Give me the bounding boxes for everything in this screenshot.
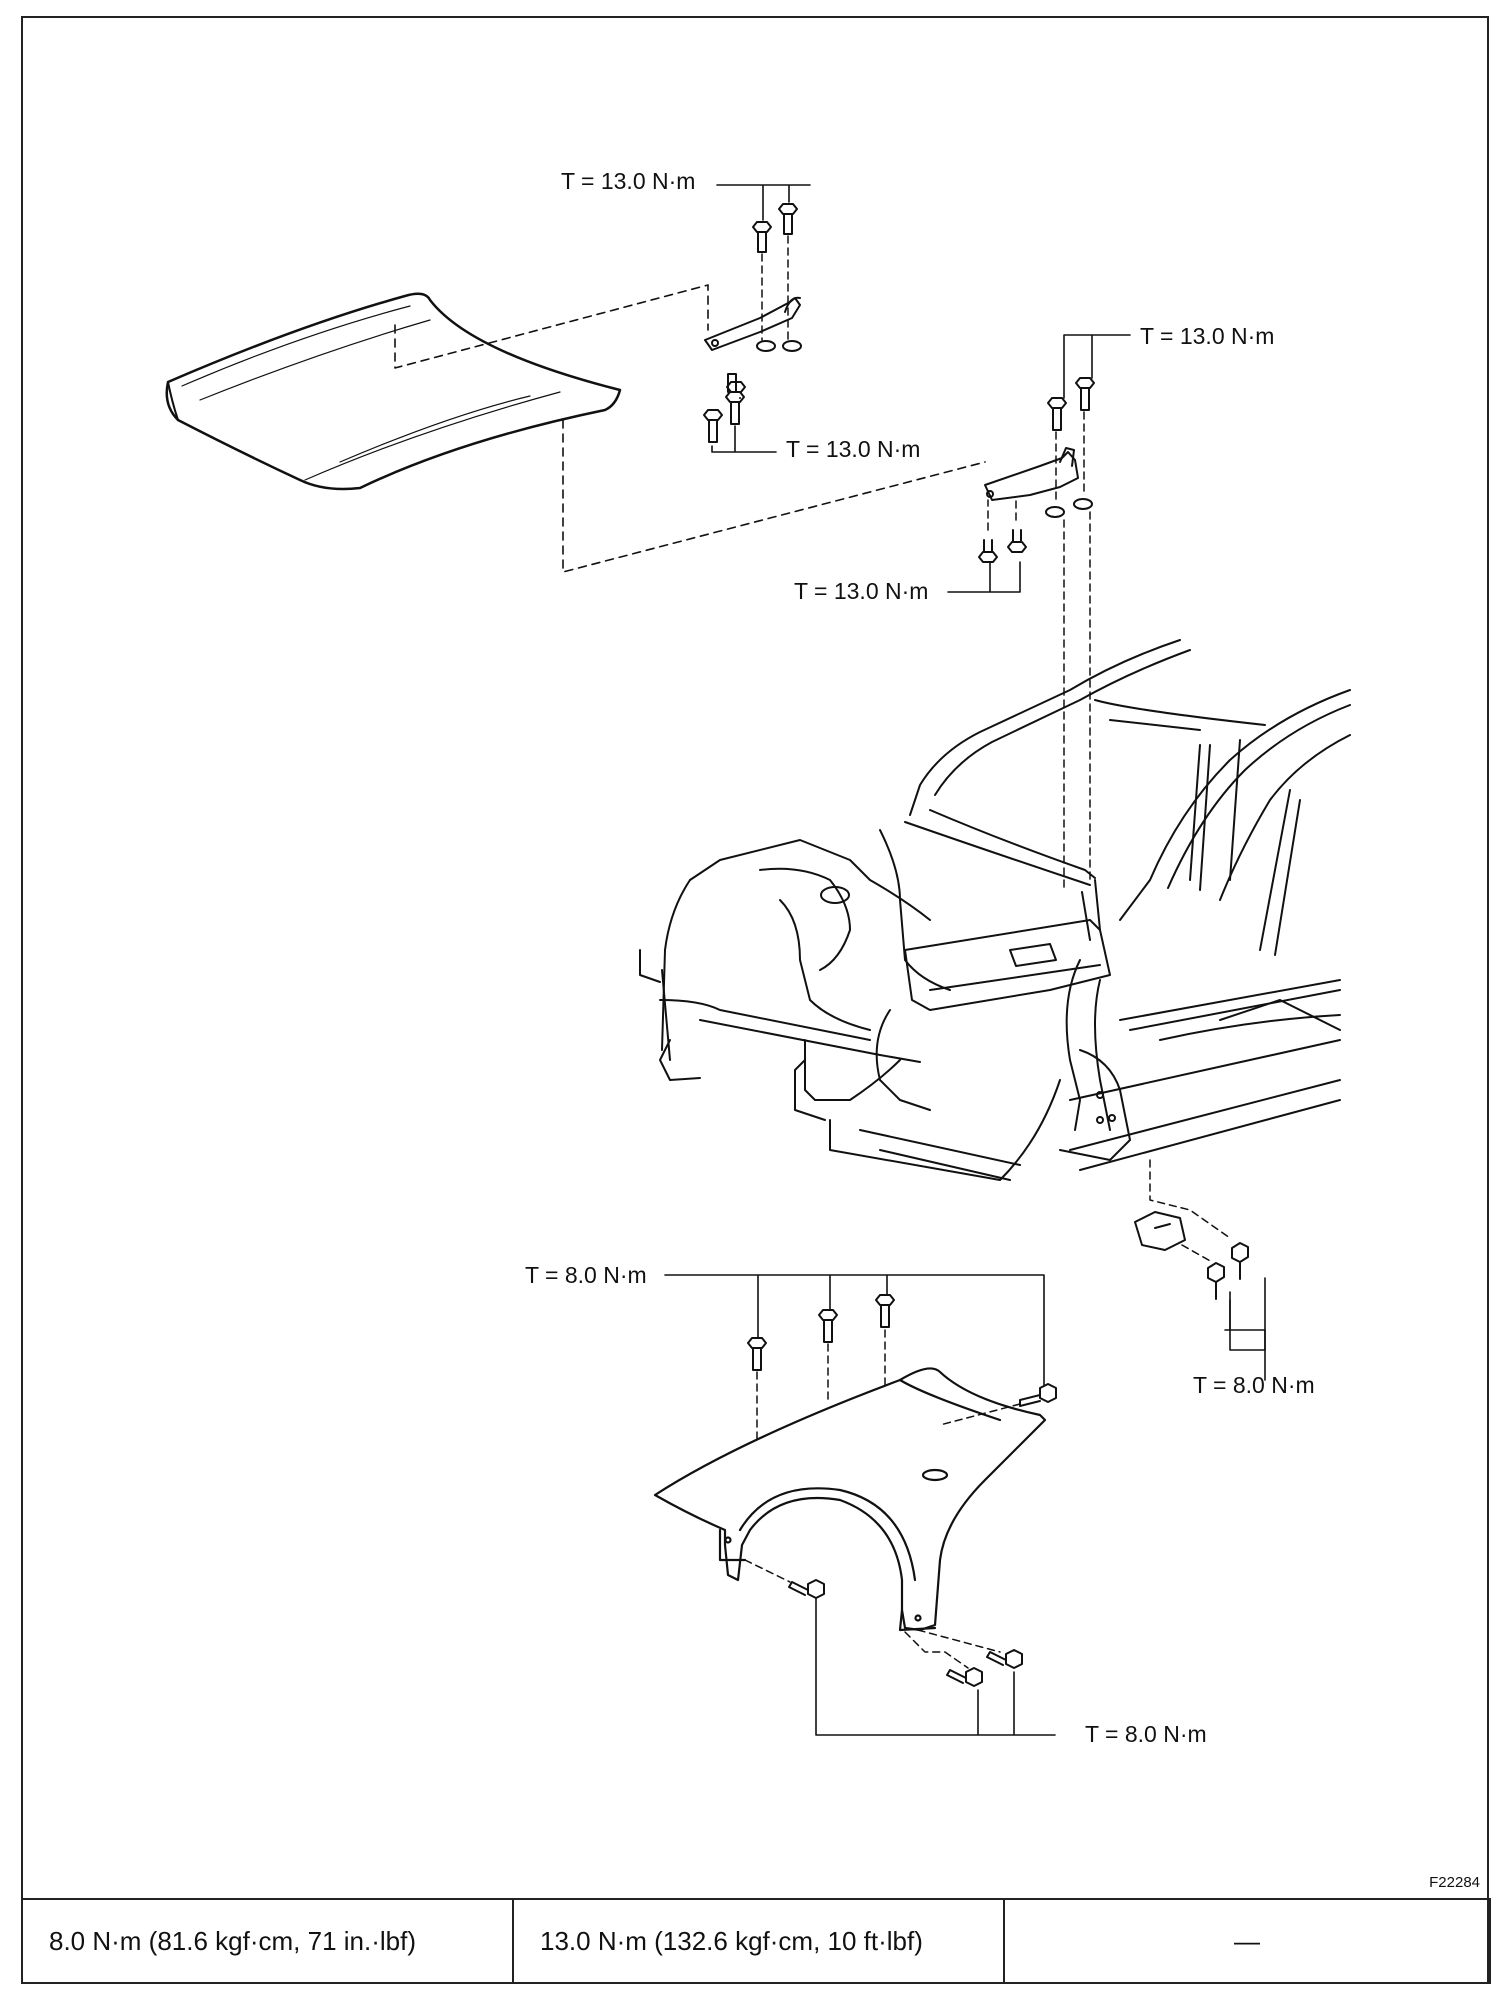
- torque-spec-13nm: 13.0 N·m (132.6 kgf·cm, 10 ft·lbf): [512, 1898, 1005, 1984]
- figure-frame: [21, 16, 1489, 1984]
- bolt-icon: [1075, 377, 1095, 411]
- torque-spec-empty: —: [1003, 1898, 1491, 1984]
- bolt-icon: [875, 1294, 895, 1328]
- callout-hood-hinge-lower: T = 13.0 N·m: [786, 436, 921, 462]
- bolt-icon: [703, 409, 723, 443]
- front-fender: [653, 1367, 1047, 1632]
- bolt-icon: [1207, 1262, 1225, 1300]
- hood-hinge-bolts: [703, 203, 798, 443]
- bolt-icon: [1047, 397, 1067, 431]
- fender-bolts: [747, 1294, 1057, 1687]
- bolt-icon: [778, 203, 798, 235]
- table-row: 8.0 N·m (81.6 kgf·cm, 71 in.·lbf) 13.0 N…: [21, 1898, 1491, 1984]
- bolt-icon: [752, 221, 772, 253]
- body-hinge: [984, 447, 1093, 518]
- bolt-icon: [727, 373, 741, 399]
- callout-hood-hinge-upper: T = 13.0 N·m: [561, 168, 696, 194]
- bolt-icon: [1231, 1242, 1249, 1280]
- bolt-icon: [747, 1337, 767, 1371]
- hood-hinge: [704, 296, 802, 352]
- torque-spec-8nm: 8.0 N·m (81.6 kgf·cm, 71 in.·lbf): [21, 1898, 514, 1984]
- callout-bracket: T = 8.0 N·m: [1193, 1372, 1315, 1398]
- bolt-icon: [986, 1649, 1023, 1669]
- callout-fender-bottom: T = 8.0 N·m: [1085, 1721, 1207, 1747]
- car-body-frame: [639, 639, 1351, 1181]
- bolt-icon: [725, 391, 745, 425]
- figure-id: F22284: [1429, 1874, 1480, 1891]
- bolt-icon: [818, 1309, 838, 1343]
- bolt-icon: [1019, 1383, 1057, 1407]
- body-hinge-bolts: [978, 377, 1095, 563]
- bolt-icon: [946, 1667, 983, 1687]
- bolt-icon: [788, 1579, 825, 1599]
- callout-body-hinge-lower: T = 13.0 N·m: [794, 578, 929, 604]
- bolt-icon: [1007, 529, 1027, 553]
- sill-bracket: [1134, 1211, 1186, 1251]
- bracket-bolts: [1207, 1242, 1249, 1300]
- callout-body-hinge-upper: T = 13.0 N·m: [1140, 323, 1275, 349]
- torque-spec-table: 8.0 N·m (81.6 kgf·cm, 71 in.·lbf) 13.0 N…: [21, 1898, 1491, 1984]
- callout-fender-top: T = 8.0 N·m: [525, 1262, 647, 1288]
- bolt-icon: [726, 381, 746, 393]
- bolt-icon: [978, 539, 998, 563]
- hood-guide-lines: [394, 284, 986, 573]
- hood-panel: [165, 292, 622, 491]
